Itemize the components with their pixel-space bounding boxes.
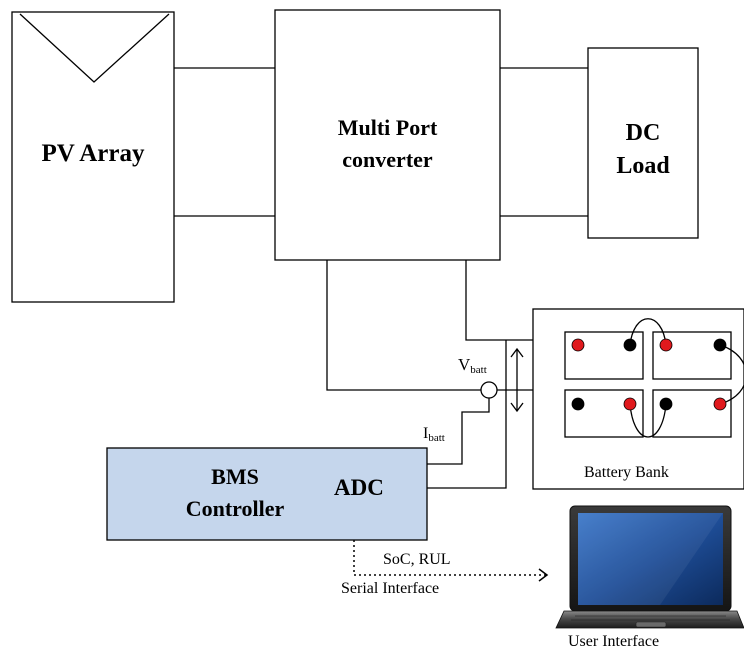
voltage-symbol: V xyxy=(458,355,471,374)
bms-title-line2: Controller xyxy=(185,496,285,521)
serial-interface-arrow xyxy=(353,540,546,576)
current-sensor-label: Ibatt xyxy=(423,425,445,444)
converter-title-line1: Multi Port xyxy=(337,115,438,140)
dc-load-block xyxy=(587,47,699,239)
laptop-icon xyxy=(555,505,744,629)
bms-title-line1: BMS xyxy=(211,464,259,489)
serial-interface-label: Serial Interface xyxy=(341,580,440,597)
bms-controller-block xyxy=(106,447,428,541)
battery-negative-terminal xyxy=(713,338,727,352)
current-subscript: batt xyxy=(428,432,445,444)
voltage-subscript: batt xyxy=(470,364,487,376)
current-sensor xyxy=(480,381,498,399)
battery-bank xyxy=(532,308,744,490)
converter-title: Multi Port converter xyxy=(275,112,500,176)
voltage-sensor-label: Vbatt xyxy=(458,355,487,376)
battery-negative-terminal xyxy=(659,397,673,411)
bms-title: BMS Controller xyxy=(150,461,320,525)
battery-positive-terminal xyxy=(659,338,673,352)
battery-negative-terminal xyxy=(623,338,637,352)
dc-load-title: DC Load xyxy=(588,117,698,183)
soc-rul-label: SoC, RUL xyxy=(383,551,451,568)
pv-array-label: PV Array xyxy=(41,140,145,167)
converter-load-wires xyxy=(500,67,588,217)
multi-port-converter-block xyxy=(274,9,501,261)
current-symbol: I xyxy=(423,425,429,442)
dc-load-title-line2: Load xyxy=(616,153,670,179)
battery-positive-terminal xyxy=(623,397,637,411)
converter-title-line2: converter xyxy=(342,147,433,172)
voltage-arrow xyxy=(510,347,524,413)
adc-label: ADC xyxy=(334,475,384,500)
user-interface-label: User Interface xyxy=(568,633,660,650)
pv-converter-wires xyxy=(174,67,275,217)
battery-bank-label: Battery Bank xyxy=(584,464,669,481)
battery-positive-terminal xyxy=(713,397,727,411)
battery-positive-terminal xyxy=(571,338,585,352)
dc-load-title-line1: DC xyxy=(625,120,661,146)
serial-arrow-head xyxy=(538,568,549,582)
battery-negative-terminal xyxy=(571,397,585,411)
pv-array-block xyxy=(11,11,175,303)
